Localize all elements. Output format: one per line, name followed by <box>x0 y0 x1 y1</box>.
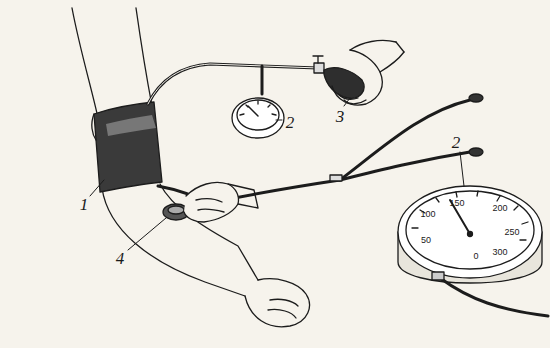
hand-fingers <box>338 94 366 104</box>
cuff-band <box>94 102 162 192</box>
leader-line <box>460 152 464 186</box>
fist <box>245 279 309 327</box>
tube <box>261 66 264 94</box>
dial-number: 100 <box>420 210 435 219</box>
sleeve <box>228 184 258 208</box>
cuff <box>92 102 162 192</box>
stethoscope-tube <box>340 100 470 180</box>
dial-number: 0 <box>473 252 478 261</box>
tube <box>148 64 318 104</box>
callout-number: 2 <box>452 134 461 151</box>
gauge-face <box>237 100 279 130</box>
small-gauge <box>232 98 284 138</box>
callout-number: 3 <box>336 108 345 125</box>
large-gauge <box>398 186 548 316</box>
callout-number: 1 <box>80 196 89 213</box>
hand-fingers <box>196 199 224 212</box>
tube-fitting <box>432 272 444 280</box>
dial-number: 150 <box>449 199 464 208</box>
dial-number: 200 <box>492 204 507 213</box>
gauge-ticks <box>240 101 276 115</box>
cuff-highlight <box>106 115 156 136</box>
fist-fingers <box>268 299 298 318</box>
leader-line <box>128 218 166 250</box>
arm-outline <box>72 8 98 118</box>
sleeve <box>396 42 404 52</box>
valve <box>314 63 324 73</box>
tube <box>440 278 548 316</box>
valve-screw <box>313 56 323 63</box>
gauge-face <box>406 191 534 269</box>
cuff-edge <box>92 114 96 140</box>
gauge-needle <box>248 106 258 116</box>
leader-line <box>276 120 282 121</box>
hand <box>184 183 239 223</box>
gauge-ticks <box>412 191 528 240</box>
earpiece <box>469 94 483 102</box>
hand <box>332 50 382 105</box>
arm <box>72 8 309 327</box>
bulb-hand <box>313 40 404 105</box>
tube-junction <box>330 175 342 181</box>
dial-number: 250 <box>504 228 519 237</box>
leader-line <box>90 180 104 196</box>
arm-outline <box>136 8 152 106</box>
dial-number: 50 <box>421 236 431 245</box>
leader-lines <box>90 98 464 250</box>
gauge-body <box>232 98 284 138</box>
sleeve <box>350 40 404 72</box>
arm-outline <box>160 184 258 280</box>
callout-number: 4 <box>116 250 125 267</box>
callout-number: 2 <box>286 114 295 131</box>
gauge-pivot <box>468 232 473 237</box>
gauge-body <box>398 186 542 278</box>
earpiece <box>469 148 483 156</box>
leader-line <box>344 98 350 106</box>
tube-inner <box>148 64 318 104</box>
bulb <box>324 68 364 99</box>
chest-piece-rim <box>168 206 184 214</box>
stethoscope-hand <box>163 183 258 223</box>
dial-number: 300 <box>492 248 507 257</box>
